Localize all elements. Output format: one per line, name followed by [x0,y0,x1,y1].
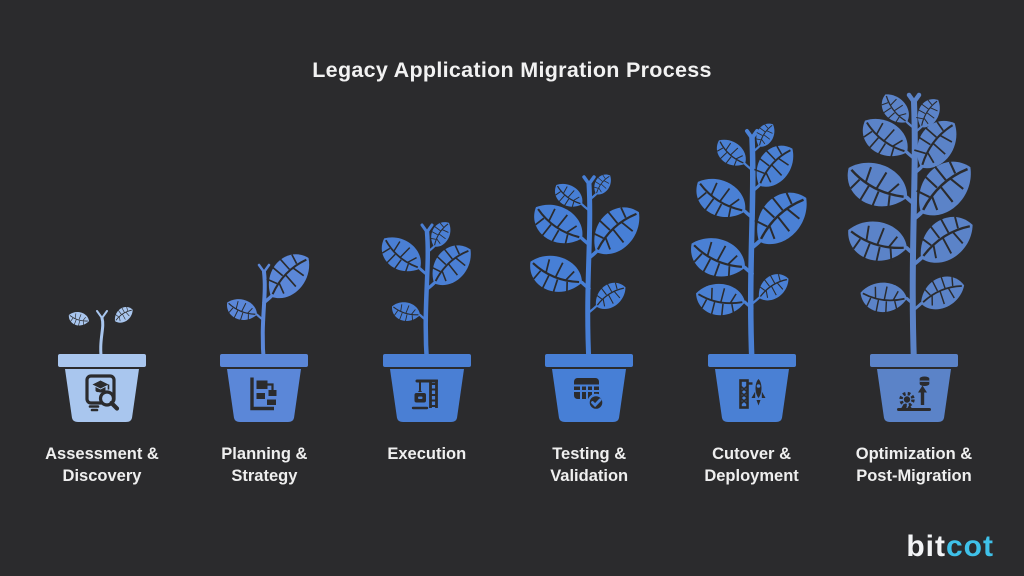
stage-execution: Execution [347,86,507,490]
pot-rim [707,354,796,367]
stages-row: Assessment & Discovery Planning & Strate… [22,86,994,490]
stage-planning-strategy: Planning & Strategy [184,86,344,490]
testing-validation-plant-illustration [521,170,653,422]
plant-stem [909,99,918,367]
pot-rim [869,354,958,367]
assessment-search-icon [85,374,120,412]
gear-upgrade-icon [896,376,931,411]
sprout-tip [906,92,922,106]
pot-rim [545,354,634,367]
stage-testing-validation: Testing & Validation [509,86,669,490]
plant-stem [747,135,756,367]
logo-text-cot: cot [946,530,994,563]
pot-body [389,369,464,422]
assessment-discovery-plant-illustration [58,303,146,422]
checklist-check-icon [574,378,605,412]
pot-body [876,369,951,422]
pot-body [714,369,789,422]
optimization-post-migration-plant-illustration [835,87,986,422]
bitcot-logo: bitcot [906,530,994,564]
pot-rim [382,354,471,367]
stage-optimization-post-migration: Optimization & Post-Migration [834,86,994,490]
sprout-tip [744,129,759,142]
planning-strategy-plant-illustration [220,243,322,422]
pot-rim [58,354,146,367]
plant-stem [585,181,593,367]
stage-label: Cutover & Deployment [704,445,799,485]
cutover-deployment-plant-illustration [680,118,821,422]
rocket-launch-icon [738,379,766,409]
page-title: Legacy Application Migration Process [312,58,712,82]
planning-blocks-icon [250,377,277,411]
stage-cutover-deployment: Cutover & Deployment [672,86,832,490]
sprout-tip [420,223,434,235]
stage-label: Testing & Validation [550,445,629,485]
stage-label: Execution [387,445,467,463]
sprout-tip [258,263,271,275]
sprout-tip [582,175,596,188]
stage-label: Assessment & Discovery [45,445,159,485]
execution-plant-illustration [372,216,482,422]
pot-rim [220,354,309,367]
crane-icon [411,379,438,410]
stage-assessment-discovery: Assessment & Discovery [22,86,182,490]
plant-stem [261,270,268,366]
sprout-tip [96,310,108,320]
stage-label: Planning & Strategy [221,445,308,485]
logo-text-bit: bit [906,530,946,563]
stage-label: Optimization & Post-Migration [855,445,973,485]
